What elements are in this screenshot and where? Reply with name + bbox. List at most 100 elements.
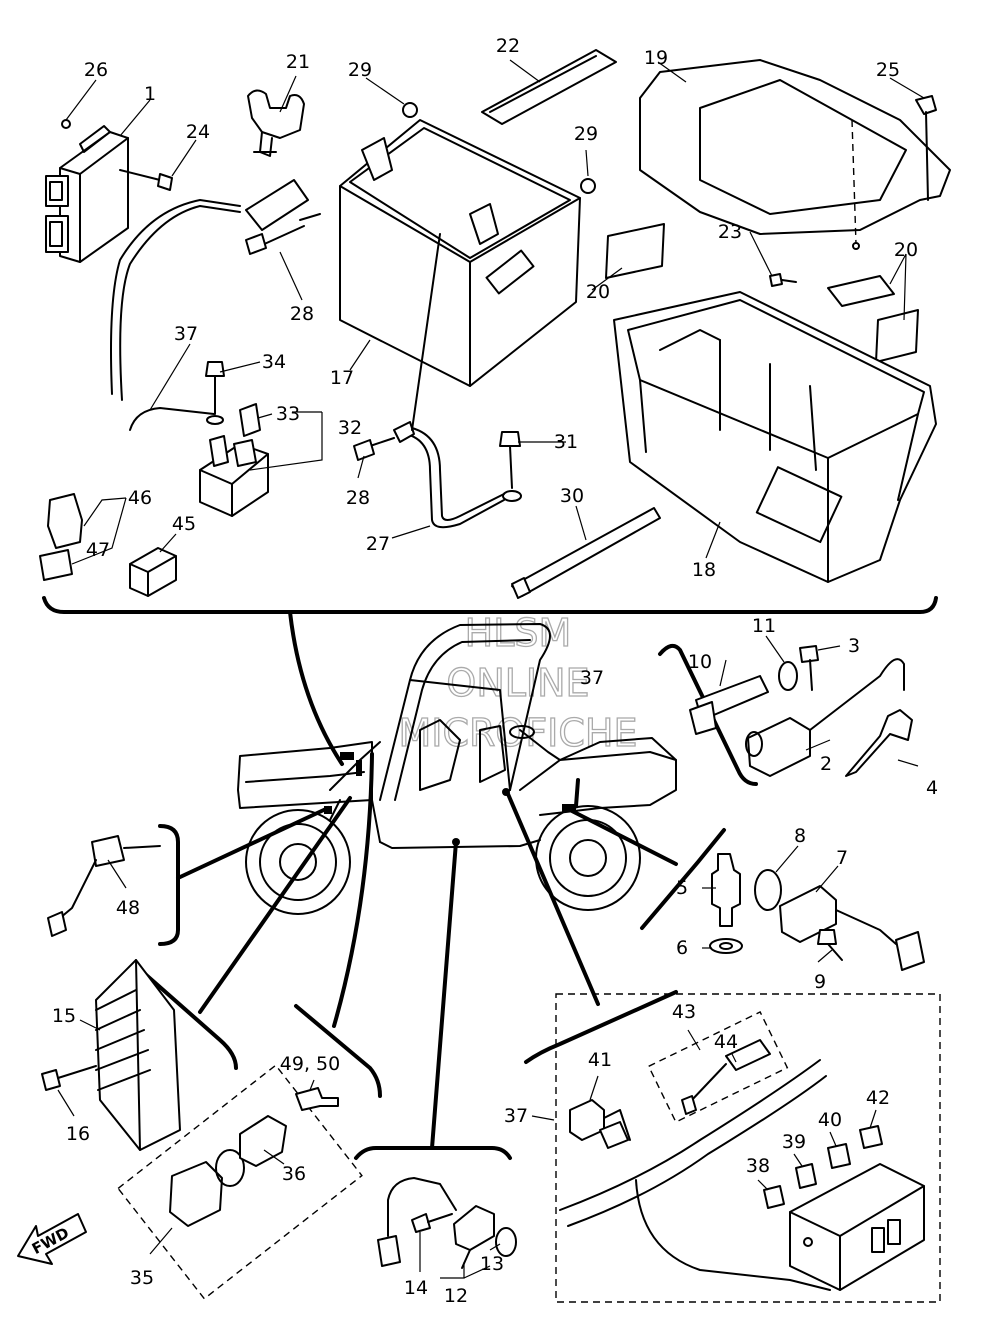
part-24-bolt — [119, 169, 173, 191]
callout-10: 10 — [688, 651, 712, 673]
bracket-35 — [294, 1004, 382, 1098]
callout-39: 39 — [782, 1131, 806, 1153]
part-37-harness-detail — [559, 1059, 831, 1291]
callout-3: 3 — [848, 635, 860, 657]
part-27-cable — [393, 233, 522, 529]
part-14-bolt — [411, 1213, 453, 1233]
watermark: HLSM ONLINE MICROFICHE — [398, 610, 638, 755]
top-group-bracket — [42, 596, 938, 614]
callout-15: 15 — [52, 1005, 76, 1027]
callout-31: 31 — [554, 431, 578, 453]
part-42-fuse — [859, 1125, 883, 1149]
leader-48 — [176, 806, 330, 880]
part-46-connector — [47, 493, 83, 549]
callout-19: 19 — [644, 47, 668, 69]
leader-5-7 — [568, 808, 678, 866]
part-20-pad-a — [605, 223, 665, 279]
callout-45: 45 — [172, 513, 196, 535]
part-2-ignition-coil — [745, 658, 905, 777]
part-35-switch — [169, 1149, 245, 1227]
callout-38: 38 — [746, 1155, 770, 1177]
callout-2: 2 — [820, 753, 832, 775]
callout-43: 43 — [672, 1001, 696, 1023]
callout-37-a: 37 — [174, 323, 198, 345]
part-31-bolt — [499, 431, 521, 489]
part-41-relay — [569, 1099, 629, 1149]
part-fuse-box — [789, 1163, 925, 1291]
part-34-bolt — [205, 361, 225, 425]
part-5-spark-plug — [711, 853, 741, 927]
part-4-plug-cap — [845, 709, 913, 777]
callout-6: 6 — [676, 937, 688, 959]
bracket-12 — [354, 1146, 512, 1160]
callout-22: 22 — [496, 35, 520, 57]
part-48-sensor — [47, 835, 161, 937]
part-45-connector — [129, 547, 177, 597]
part-6-washer — [709, 938, 743, 954]
bracket-15 — [134, 964, 238, 1070]
group-35-36-dashed-box — [117, 1064, 363, 1300]
callout-37-c: 37 — [504, 1105, 528, 1127]
callout-29-b: 29 — [574, 123, 598, 145]
callout-32: 32 — [338, 417, 362, 439]
part-49-50-key — [295, 1087, 339, 1111]
part-44-connector — [681, 1039, 771, 1115]
part-18-battery-box — [613, 291, 937, 583]
callout-20-a: 20 — [586, 281, 610, 303]
part-15-rectifier — [95, 959, 181, 1151]
callout-46: 46 — [128, 487, 152, 509]
callout-27: 27 — [366, 533, 390, 555]
part-3-bolt — [799, 645, 819, 691]
part-29-nut-a — [402, 102, 418, 118]
callout-29-a: 29 — [348, 59, 372, 81]
callout-37-b: 37 — [580, 667, 604, 689]
part-12-sensor — [453, 1205, 495, 1269]
part-25-rivet — [915, 95, 937, 201]
bracket-37-bottom — [524, 990, 678, 1064]
part-38-fuse — [763, 1185, 785, 1209]
leader-2-10 — [574, 778, 580, 808]
callout-36: 36 — [282, 1163, 306, 1185]
callout-28-b: 28 — [346, 487, 370, 509]
leader-35 — [332, 752, 374, 1028]
part-12-harness — [377, 1177, 457, 1267]
callout-16: 16 — [66, 1123, 90, 1145]
fwd-direction-arrow: FWD — [17, 1213, 87, 1265]
callout-25: 25 — [876, 59, 900, 81]
callout-7: 7 — [836, 847, 848, 869]
callout-21: 21 — [286, 51, 310, 73]
callout-12: 12 — [444, 1285, 468, 1307]
bracket-5-7 — [640, 828, 726, 930]
part-19-cover — [639, 59, 951, 250]
part-29-nut-b — [580, 178, 596, 194]
callout-42: 42 — [866, 1087, 890, 1109]
callout-20-b: 20 — [894, 239, 918, 261]
callout-40: 40 — [818, 1109, 842, 1131]
part-40-fuse — [827, 1143, 851, 1169]
callout-35: 35 — [130, 1267, 154, 1289]
part-32-starter-relay — [199, 435, 269, 517]
part-39-fuse — [795, 1163, 817, 1189]
callout-1: 1 — [144, 83, 156, 105]
part-20-pad-b — [827, 275, 895, 307]
callout-47: 47 — [86, 539, 110, 561]
callout-13: 13 — [480, 1253, 504, 1275]
part-13-o-ring — [495, 1227, 517, 1257]
callout-41: 41 — [588, 1049, 612, 1071]
part-17-battery — [339, 119, 581, 387]
callout-14: 14 — [404, 1277, 428, 1299]
leader-12 — [430, 840, 458, 1150]
part-11-ring — [778, 661, 798, 691]
part-33-fuse — [239, 403, 261, 437]
part-23-screw — [769, 273, 797, 287]
leader-lines — [57, 59, 925, 1279]
callout-24: 24 — [186, 121, 210, 143]
part-30-cable-tie — [511, 507, 661, 599]
callout-labels: 26 1 24 21 29 22 19 25 29 20 23 20 28 37… — [52, 35, 938, 1307]
group-37-dashed-box — [555, 993, 941, 1303]
part-28-bolt-a — [245, 225, 305, 255]
part-22-strap — [481, 49, 617, 125]
callout-8: 8 — [794, 825, 806, 847]
callout-44: 44 — [714, 1031, 738, 1053]
callout-9: 9 — [814, 971, 826, 993]
